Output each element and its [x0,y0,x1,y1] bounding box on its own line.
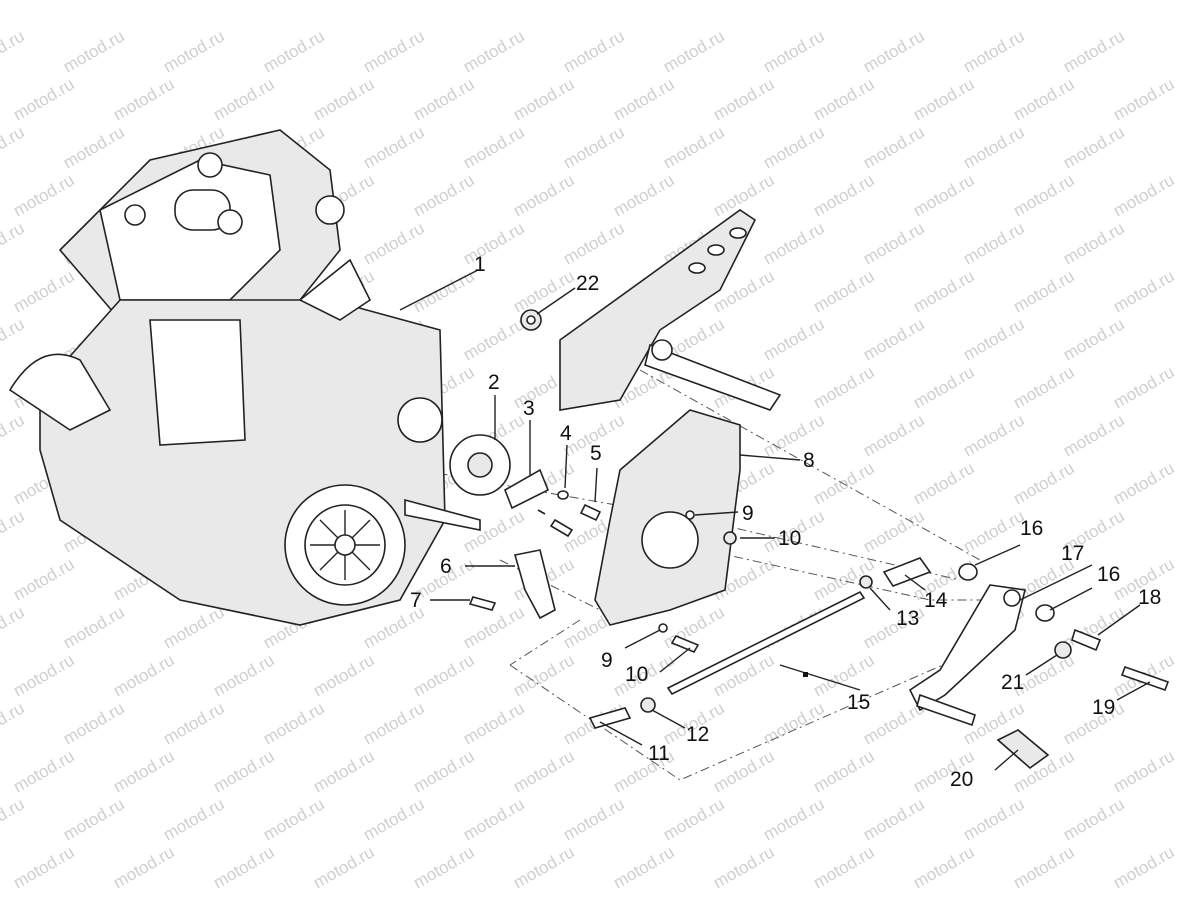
callout-14: 14 [924,589,948,612]
callout-15: 15 [847,691,871,714]
part-17-lever-peg [916,693,976,727]
callout-13: 13 [896,607,920,630]
part-4-washer [557,490,569,500]
callout-18: 18 [1138,586,1162,609]
callout-3: 3 [523,397,535,420]
part-5-bolt [579,503,602,522]
part-12-nut [640,697,656,713]
callout-20: 20 [950,768,974,791]
part-11-ball-joint [588,707,632,729]
engine-assembly [8,129,481,626]
callout-9-lower: 9 [601,649,613,672]
callout-11: 11 [648,742,670,765]
callout-6: 6 [440,555,452,578]
part-20-shift-rubber [996,729,1050,770]
callout-9-upper: 9 [742,502,754,525]
part-16-washer-lower [1035,604,1055,622]
callout-5: 5 [590,442,602,465]
callout-1: 1 [474,253,486,276]
callout-16-lower: 16 [1097,563,1121,586]
callout-17: 17 [1061,542,1085,565]
part-2-sprocket [449,434,511,496]
part-14-ball-joint [882,557,932,587]
callout-21: 21 [1001,671,1025,694]
footpeg-bracket [559,209,782,411]
part-19-pin [1120,665,1170,692]
callout-12: 12 [686,723,710,746]
part-8-cover-opening [641,511,699,569]
callout-10-upper: 10 [778,527,802,550]
part-10-bolt-lower [670,634,700,654]
callout-10-lower: 10 [625,663,649,686]
part-9-bushing-lower [658,623,668,633]
part-10-bolt-upper [723,531,737,545]
callout-4: 4 [560,422,572,445]
callout-8: 8 [803,449,815,472]
callout-16-upper: 16 [1020,517,1044,540]
part-7-bolt [468,596,497,611]
callout-22: 22 [576,272,600,295]
part-9-bushing-upper [685,510,695,520]
center-mark [803,672,808,677]
callout-2: 2 [488,371,500,394]
part-3-plate [504,468,550,510]
part-6-clamp [513,549,556,620]
part-16-washer-upper [958,563,978,581]
part-21-nut [1054,641,1072,659]
callout-7: 7 [410,589,422,612]
part-15-shift-rod [666,590,866,696]
part-5-bolt-lower [537,509,574,538]
part-18-bolt [1071,628,1102,652]
part-22-nut [520,309,542,331]
part-13-nut [859,575,873,589]
part-17-lever-pivot [1003,589,1021,607]
callout-19: 19 [1092,696,1116,719]
leader-lines [399,269,1151,771]
